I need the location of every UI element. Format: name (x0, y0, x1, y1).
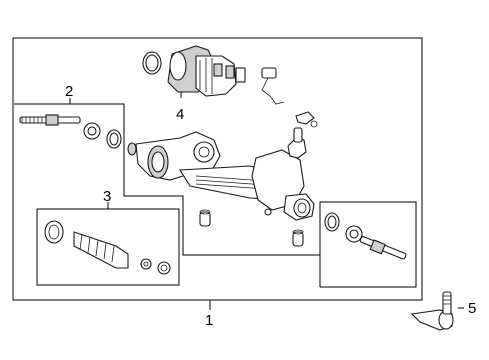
steering-gear-housing (127, 127, 315, 221)
boot-kit-parts (44, 220, 171, 275)
callout-1: 1 (205, 312, 213, 329)
callout-4: 4 (176, 106, 184, 123)
outer-tie-rod-end (410, 291, 454, 331)
callout-5: 5 (468, 300, 476, 317)
callout-2: 2 (65, 83, 73, 100)
motor-assembly (142, 45, 246, 97)
tie-rod-group-frame (14, 103, 417, 288)
mounting-bushings (199, 209, 304, 247)
assembly-frame (12, 37, 423, 301)
torque-sensor-harness (261, 67, 318, 128)
inner-tie-rod-right (324, 212, 407, 260)
callout-3: 3 (103, 188, 111, 205)
inner-tie-rod-left (19, 114, 122, 149)
